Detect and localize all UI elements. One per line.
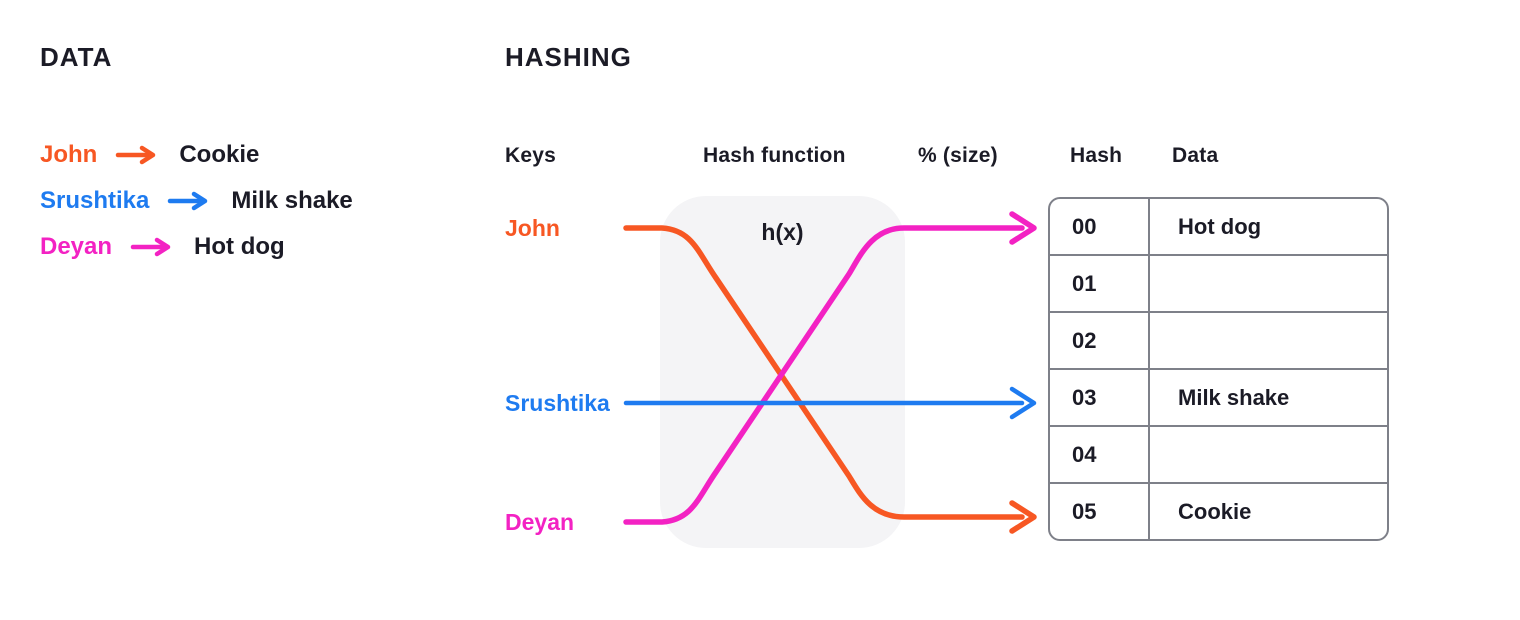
table-row-01: 01 bbox=[1050, 256, 1387, 313]
header-hash-function: Hash function bbox=[703, 144, 846, 167]
data-panel-title: DATA bbox=[40, 42, 113, 72]
value-hotdog: Hot dog bbox=[194, 232, 285, 260]
data-cell: Milk shake bbox=[1178, 384, 1290, 410]
header-hash: Hash bbox=[1070, 144, 1123, 167]
hash-cell: 00 bbox=[1050, 199, 1150, 254]
arrow-right-icon bbox=[116, 145, 156, 164]
data-cell bbox=[1150, 427, 1387, 482]
table-row-04: 04 bbox=[1050, 427, 1387, 484]
key-deyan: Deyan bbox=[40, 232, 113, 260]
header-data: Data bbox=[1172, 144, 1219, 167]
key-john: John bbox=[40, 140, 98, 168]
key-srushtika: Srushtika bbox=[40, 186, 150, 214]
hash-function-formula: h(x) bbox=[761, 219, 804, 245]
hash-cell: 04 bbox=[1050, 427, 1150, 482]
table-row-02: 02 bbox=[1050, 313, 1387, 370]
hashing-key-deyan: Deyan bbox=[505, 509, 575, 535]
data-row-deyan: Deyan Hot dog bbox=[40, 232, 353, 261]
hash-cell: 01 bbox=[1050, 256, 1150, 311]
arrow-right-icon bbox=[168, 191, 208, 210]
table-row-03: 03 Milk shake bbox=[1050, 370, 1387, 427]
data-row-srushtika: Srushtika Milk shake bbox=[40, 186, 353, 215]
arrow-right-icon bbox=[130, 237, 171, 256]
value-milkshake: Milk shake bbox=[231, 186, 353, 214]
hash-function-box bbox=[660, 196, 905, 548]
data-panel-rows: John Cookie Srushtika Milk shake Deyan H… bbox=[40, 140, 353, 261]
hash-cell: 05 bbox=[1050, 484, 1150, 539]
hashing-key-srushtika: Srushtika bbox=[505, 390, 610, 416]
hashing-key-john: John bbox=[505, 215, 560, 241]
hashing-panel-title: HASHING bbox=[505, 42, 632, 72]
hash-cell: 02 bbox=[1050, 313, 1150, 368]
table-row-05: 05 Cookie bbox=[1050, 484, 1387, 539]
table-row-00: 00 Hot dog bbox=[1050, 199, 1387, 256]
value-cookie: Cookie bbox=[179, 140, 260, 168]
data-cell bbox=[1150, 256, 1387, 311]
header-mod-size: % (size) bbox=[918, 144, 998, 167]
hash-table: 00 Hot dog 01 02 03 Milk shake 04 05 Coo… bbox=[1048, 197, 1389, 541]
hash-cell: 03 bbox=[1050, 370, 1150, 425]
data-cell: Cookie bbox=[1178, 498, 1252, 524]
data-cell: Hot dog bbox=[1178, 213, 1262, 239]
data-cell bbox=[1150, 313, 1387, 368]
data-row-john: John Cookie bbox=[40, 140, 353, 169]
header-keys: Keys bbox=[505, 144, 557, 167]
